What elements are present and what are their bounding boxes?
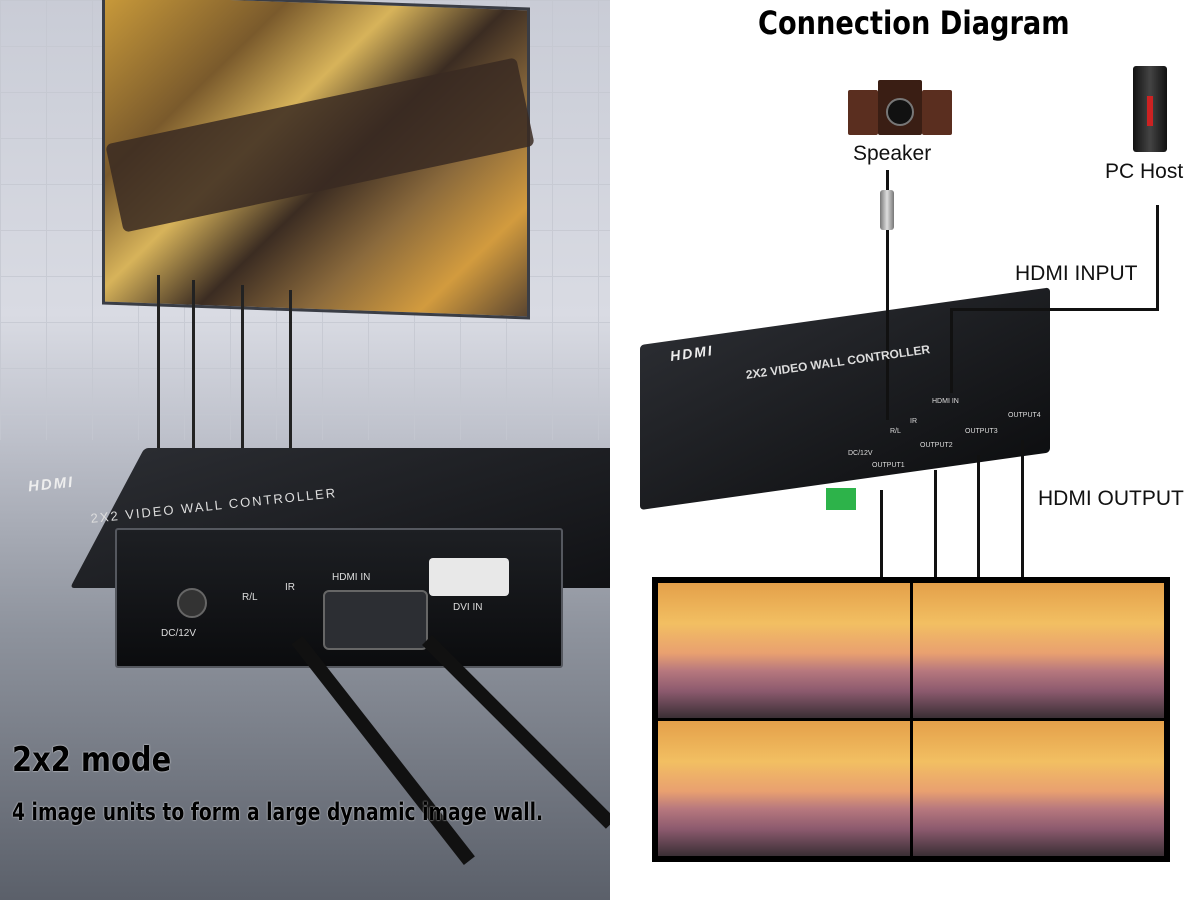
dc-label: DC/12V bbox=[161, 628, 197, 639]
cable bbox=[157, 275, 160, 455]
controller-body bbox=[640, 287, 1050, 510]
hdmi-logo: HDMI bbox=[27, 473, 76, 496]
hdmi-input-cable bbox=[950, 308, 953, 393]
output3-label: OUTPUT3 bbox=[965, 428, 998, 435]
hdmi-in-label: HDMI IN bbox=[932, 398, 959, 405]
dvi-port bbox=[429, 558, 509, 596]
output4-label: OUTPUT4 bbox=[1008, 412, 1041, 419]
rl-label: R/L bbox=[890, 428, 901, 435]
dvi-in-label: DVI IN bbox=[453, 602, 483, 613]
ir-label: IR bbox=[910, 418, 917, 425]
cable bbox=[192, 280, 195, 450]
audio-jack bbox=[880, 190, 894, 230]
hdmi-input-cable bbox=[1156, 205, 1159, 310]
caption-text: 4 image units to form a large dynamic im… bbox=[12, 798, 544, 826]
screen-2 bbox=[912, 583, 1164, 718]
rl-label: R/L bbox=[242, 592, 258, 603]
hdmi-input-cable bbox=[950, 308, 1159, 311]
speaker-icon bbox=[848, 80, 952, 135]
caption-title: 2x2 mode bbox=[12, 740, 172, 780]
pc-host-label: PC Host bbox=[1105, 160, 1184, 183]
diagram-title: Connection Diagram bbox=[758, 4, 1070, 42]
terminal-block bbox=[826, 488, 856, 510]
hdmi-output-cable-3 bbox=[977, 455, 980, 578]
pc-host-icon bbox=[1133, 66, 1167, 152]
screen-1 bbox=[658, 583, 910, 718]
hdmi-output-cable-1 bbox=[880, 490, 883, 578]
output1-label: OUTPUT1 bbox=[872, 462, 905, 469]
dc-label: DC/12V bbox=[848, 450, 873, 457]
video-wall bbox=[652, 577, 1170, 862]
dc-port bbox=[177, 588, 207, 618]
screen-3 bbox=[658, 721, 910, 856]
connection-diagram: Connection Diagram Speaker PC Host HDMI … bbox=[610, 0, 1200, 900]
ir-label: IR bbox=[285, 582, 295, 593]
speaker-label: Speaker bbox=[853, 142, 932, 165]
product-photo: HDMI 2X2 VIDEO WALL CONTROLLER DC/12V R/… bbox=[0, 0, 610, 900]
cable bbox=[241, 285, 244, 450]
controller-front-panel: DC/12V R/L IR HDMI IN DVI IN bbox=[115, 528, 563, 668]
hdmi-plug bbox=[323, 590, 428, 650]
hdmi-input-label: HDMI INPUT bbox=[1015, 262, 1138, 285]
audio-cable bbox=[886, 170, 889, 420]
hdmi-in-label: HDMI IN bbox=[332, 572, 371, 583]
hdmi-output-cable-4 bbox=[1021, 440, 1024, 578]
hdmi-output-label: HDMI OUTPUT bbox=[1038, 487, 1184, 510]
output2-label: OUTPUT2 bbox=[920, 442, 953, 449]
cable bbox=[289, 290, 292, 450]
screen-4 bbox=[912, 721, 1164, 856]
hdmi-output-cable-2 bbox=[934, 470, 937, 578]
